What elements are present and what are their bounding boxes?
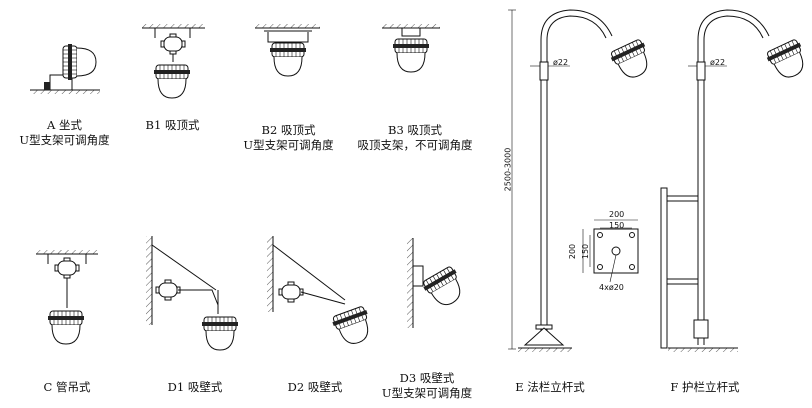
dim-base-width: 200 [609,210,625,219]
drawing-f [660,9,812,352]
drawing-d3 [407,238,470,328]
dim-holes: 4xø20 [599,283,624,292]
drawing-b1 [142,24,205,99]
drawing-b3 [382,24,440,73]
dim-pole-height: 2500-3000 [503,147,513,192]
caption-c: C 管吊式 [43,380,91,394]
drawing-e [508,9,656,352]
drawing-d2 [267,236,377,350]
drawing-d1 [146,236,239,351]
dim-diameter-f: ø22 [710,58,726,67]
caption-b3: B3 吸顶式吸顶支架，不可调角度 [357,123,473,152]
drawing-b2 [255,24,320,77]
caption-b1: B1 吸顶式 [145,118,200,132]
dim-diameter-e: ø22 [553,58,569,67]
caption-d1: D1 吸壁式 [167,380,223,394]
drawing-c [36,250,98,345]
dim-hole-spacing-h: 150 [609,221,625,230]
drawing-a [30,43,100,94]
caption-f: F 护栏立杆式 [670,380,740,394]
caption-d2: D2 吸壁式 [287,380,343,394]
dim-hole-spacing-v: 150 [581,243,591,260]
caption-e: E 法栏立杆式 [515,380,585,394]
dim-base-height: 200 [568,243,578,260]
